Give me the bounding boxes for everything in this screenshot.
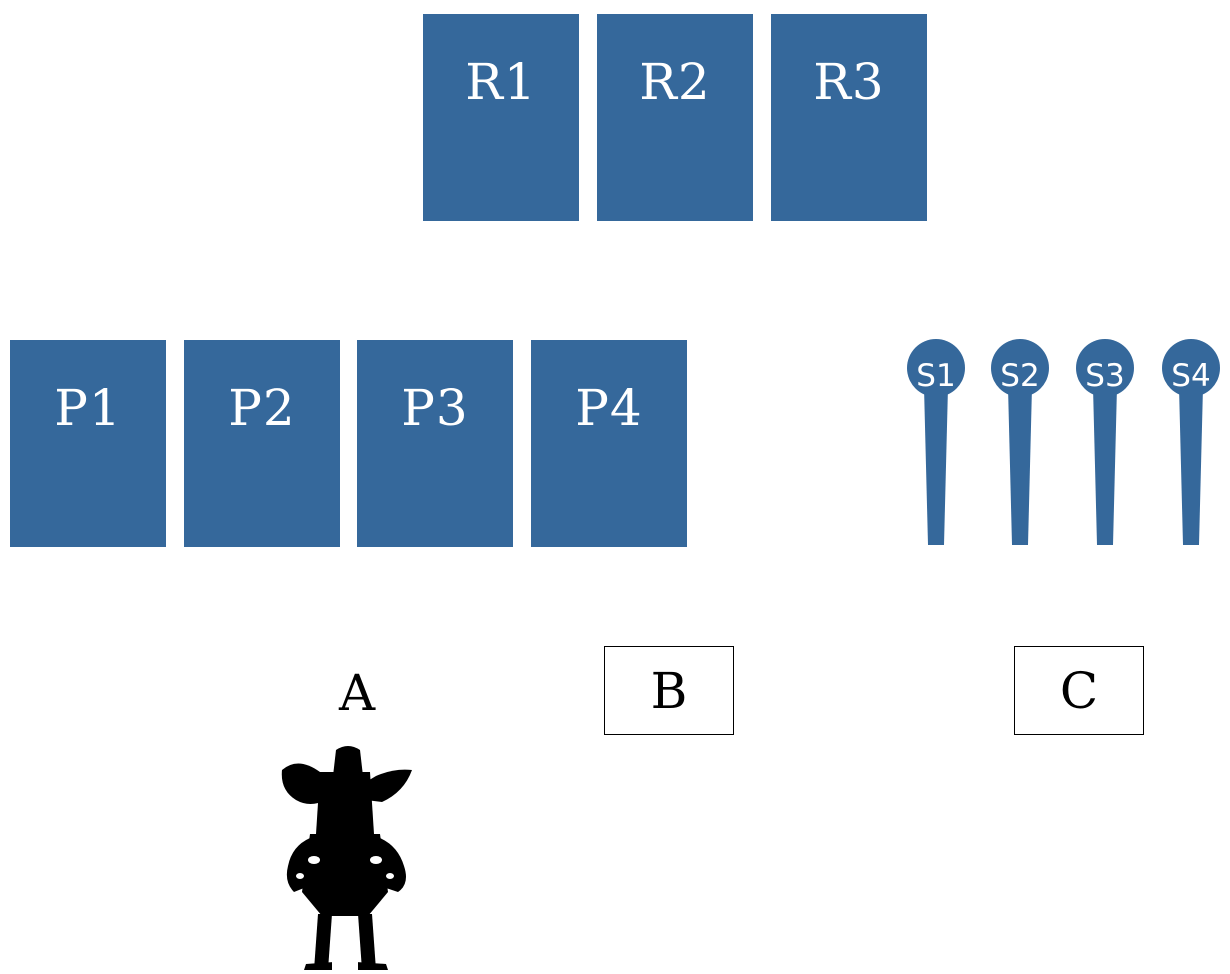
peg-s4-label: S4 (1171, 358, 1211, 394)
peg-s1-label: S1 (916, 358, 956, 394)
card-r1: R1 (423, 14, 579, 221)
peg-s4-shape (1162, 339, 1220, 545)
card-p3-label: P3 (401, 379, 469, 437)
peg-s2-shape (991, 339, 1049, 545)
card-r3: R3 (771, 14, 927, 221)
peg-s1: S1 (905, 337, 967, 547)
card-r2-label: R2 (639, 53, 711, 111)
card-p4-label: P4 (575, 379, 643, 437)
card-p2-label: P2 (228, 379, 296, 437)
card-r3-label: R3 (813, 53, 885, 111)
card-p3: P3 (357, 340, 513, 547)
card-p2: P2 (184, 340, 340, 547)
peg-s4: S4 (1160, 337, 1222, 547)
peg-s3-shape (1076, 339, 1134, 545)
cartoon-character-silhouette-icon (270, 742, 420, 970)
card-r2: R2 (597, 14, 753, 221)
peg-s3-label: S3 (1085, 358, 1125, 394)
peg-s2-label: S2 (1000, 358, 1040, 394)
silhouette-shape (281, 746, 412, 970)
card-p1-label: P1 (54, 379, 122, 437)
card-p1: P1 (10, 340, 166, 547)
station-c-label: C (1059, 661, 1099, 720)
station-c-box: C (1014, 646, 1144, 735)
peg-s1-shape (907, 339, 965, 545)
station-a-label: A (338, 663, 376, 722)
station-b-label: B (650, 661, 688, 720)
card-r1-label: R1 (465, 53, 537, 111)
peg-s2: S2 (989, 337, 1051, 547)
station-b-box: B (604, 646, 734, 735)
card-p4: P4 (531, 340, 687, 547)
peg-s3: S3 (1074, 337, 1136, 547)
